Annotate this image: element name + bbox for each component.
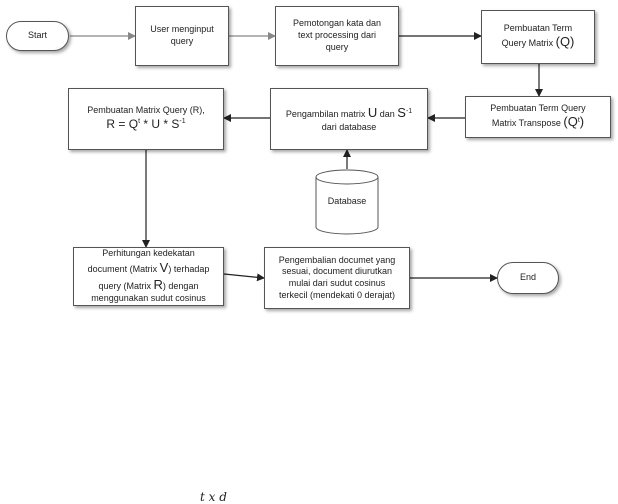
formula-superscript-1: t bbox=[138, 118, 141, 126]
svd-u-symbol: U bbox=[367, 104, 378, 120]
database-label: Database bbox=[327, 196, 367, 206]
result-line-3: mulai dari sudut cosinus bbox=[288, 278, 386, 288]
svd-line-1-text: Pengambilan matrix bbox=[285, 108, 368, 119]
end-label: End bbox=[519, 272, 536, 283]
term-matrix-line-1: Pembuatan Term bbox=[503, 22, 573, 33]
similarity-line-3: query (Matrix R) dengan bbox=[88, 277, 210, 294]
result-line-2: sesuai, document diurutkan bbox=[281, 266, 393, 277]
transpose-line-2: Matrix Transpose (Qt) bbox=[490, 114, 585, 131]
svd-line-1: Pengambilan matrix U dan S-1 bbox=[286, 105, 412, 122]
similarity-line-3-text: query (Matrix bbox=[98, 280, 154, 291]
svd-and-text: dan bbox=[377, 108, 398, 119]
term-matrix-symbol: (Q) bbox=[555, 34, 575, 50]
user-input-line-1: User menginput bbox=[150, 24, 214, 35]
transpose-node: Pembuatan Term Query Matrix Transpose (Q… bbox=[465, 96, 611, 138]
similarity-line-3-end: ) dengan bbox=[162, 280, 199, 291]
query-matrix-line-1: Pembuatan Matrix Query (R), bbox=[87, 105, 205, 116]
transpose-superscript: t bbox=[577, 117, 580, 125]
user-input-node: User menginput query bbox=[135, 6, 229, 66]
transpose-symbol-open: (Q bbox=[563, 114, 578, 130]
formula-superscript-2: -1 bbox=[179, 118, 186, 126]
result-line-4: terkecil (mendekati 0 derajat) bbox=[278, 289, 396, 300]
transpose-symbol-close: ) bbox=[579, 114, 585, 130]
similarity-line-4: menggunakan sudut cosinus bbox=[91, 293, 206, 304]
footer-math-text: t x d bbox=[200, 490, 227, 504]
preprocess-node: Pemotongan kata dan text processing dari… bbox=[275, 6, 399, 66]
similarity-line-2-text: document (Matrix bbox=[87, 263, 160, 274]
transpose-line-2-text: Matrix Transpose bbox=[491, 118, 564, 129]
user-input-line-2: query bbox=[170, 36, 194, 46]
svd-node: Pengambilan matrix U dan S-1 dari databa… bbox=[270, 88, 428, 150]
query-matrix-node: Pembuatan Matrix Query (R), R = Qt * U *… bbox=[68, 88, 224, 150]
similarity-line-2: document (Matrix V) terhadap bbox=[88, 260, 210, 277]
preprocess-line-1: Pemotongan kata dan bbox=[292, 18, 382, 29]
start-node: Start bbox=[6, 21, 69, 51]
database-cylinder-icon bbox=[315, 169, 379, 235]
svd-line-2: dari database bbox=[321, 121, 377, 132]
end-node: End bbox=[497, 262, 559, 294]
svd-s-superscript: -1 bbox=[405, 107, 413, 115]
arrow-similarity-to-result bbox=[223, 273, 265, 282]
similarity-line-2-end: ) terhadap bbox=[168, 263, 210, 274]
query-matrix-formula: R = Qt * U * S-1 bbox=[87, 117, 205, 133]
similarity-line-1: Perhitungan kedekatan bbox=[102, 247, 195, 258]
similarity-node: Perhitungan kedekatan document (Matrix V… bbox=[73, 247, 224, 306]
svd-s-symbol: S bbox=[397, 104, 406, 120]
similarity-r-symbol: R bbox=[153, 276, 163, 292]
transpose-line-1: Pembuatan Term Query bbox=[490, 102, 586, 113]
start-label: Start bbox=[27, 30, 47, 41]
similarity-v-symbol: V bbox=[159, 259, 169, 275]
formula-part-1: R = Q bbox=[106, 117, 139, 132]
preprocess-line-2: text processing dari bbox=[297, 30, 377, 41]
term-matrix-node: Pembuatan Term Query Matrix (Q) bbox=[481, 10, 595, 64]
result-line-1: Pengembalian documet yang bbox=[278, 254, 396, 265]
term-matrix-line-2-text: Query Matrix bbox=[501, 38, 556, 49]
preprocess-line-3: query bbox=[325, 41, 349, 52]
result-node: Pengembalian documet yang sesuai, docume… bbox=[264, 247, 410, 309]
term-matrix-line-2: Query Matrix (Q) bbox=[502, 34, 575, 51]
formula-part-2: * U * S bbox=[140, 117, 180, 132]
